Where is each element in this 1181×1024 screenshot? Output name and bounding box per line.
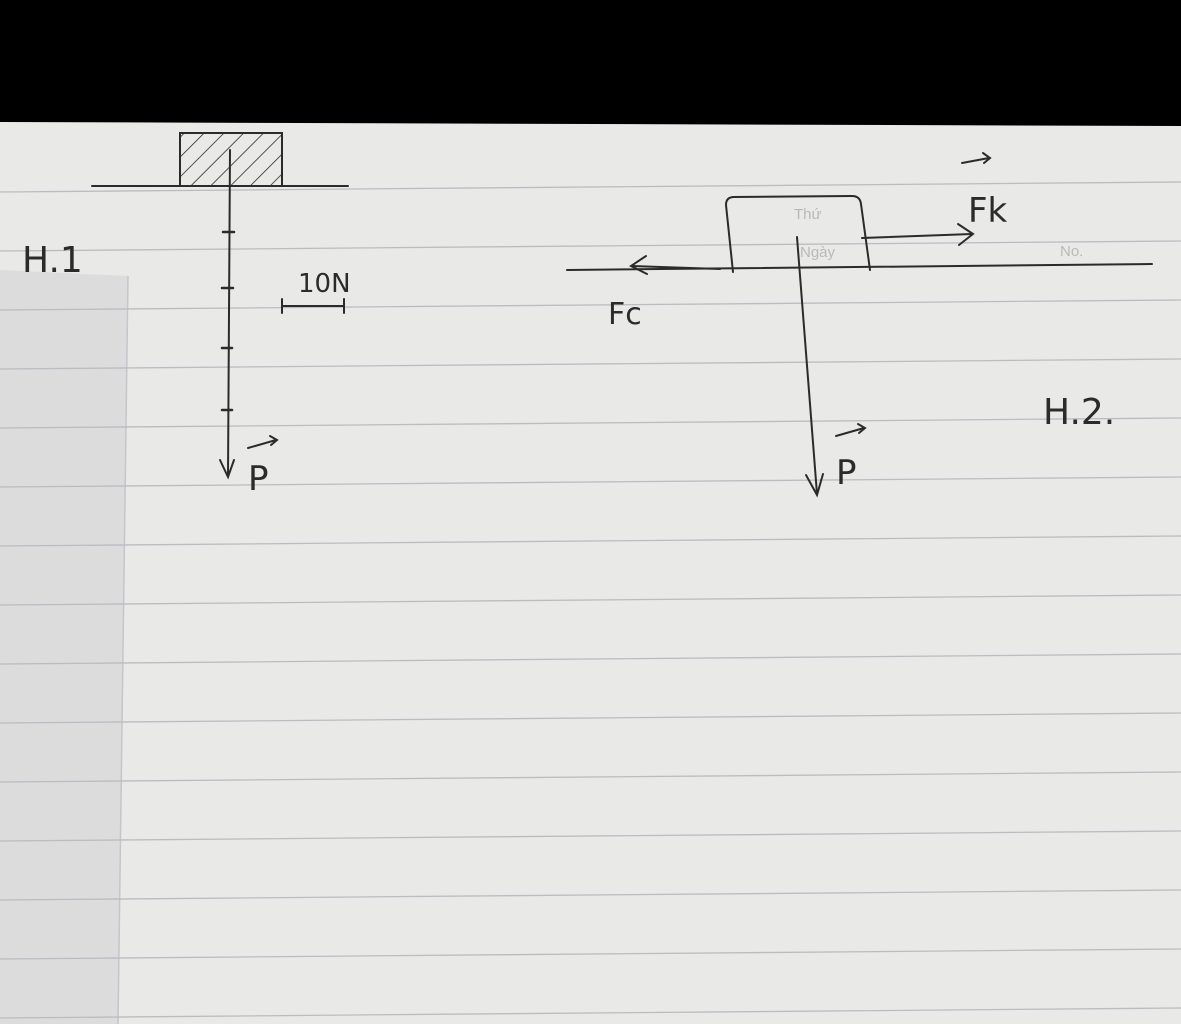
- ruled-line: [0, 240, 1181, 252]
- weight-label-2: P: [836, 453, 857, 493]
- ruled-line: [0, 417, 1181, 429]
- ruled-line: [0, 889, 1181, 901]
- vector-bar-p1: [247, 439, 277, 449]
- weight-label-1: P: [248, 459, 269, 499]
- pull-force-label: Fk: [968, 191, 1008, 231]
- margin-strip: [0, 270, 128, 1024]
- ruled-line: [0, 299, 1181, 311]
- paper-sheet: [0, 122, 1181, 1024]
- figure-1-label: H.1: [22, 240, 83, 281]
- friction-vector: [631, 265, 721, 270]
- weight-vector-2: [796, 236, 818, 495]
- figure-2-label: H.2.: [1043, 392, 1115, 433]
- ruled-line: [0, 948, 1181, 960]
- ruled-line: [0, 830, 1181, 842]
- weight-vector-1: [227, 149, 231, 477]
- ruled-line: [0, 653, 1181, 665]
- figure-2-diagram: [566, 152, 1153, 498]
- printed-number-label: No.: [1060, 243, 1083, 260]
- pull-force-arrowhead: [957, 223, 975, 246]
- ruled-line: [0, 535, 1181, 547]
- friction-arrowhead: [629, 255, 648, 275]
- friction-label: Fc: [608, 297, 642, 332]
- figure-1-diagram: [91, 132, 349, 480]
- ruled-lines: [0, 181, 1181, 1019]
- ruled-line: [0, 358, 1181, 370]
- pull-force-vector: [861, 233, 973, 239]
- ruled-line: [0, 594, 1181, 606]
- printed-date-label: Ngày: [800, 244, 836, 261]
- ground-line-2: [566, 263, 1153, 271]
- box-block: [724, 194, 871, 273]
- ruled-line: [0, 712, 1181, 724]
- ruled-line: [0, 1007, 1181, 1019]
- vector-bar-fk: [961, 157, 990, 164]
- vector-bar-p2: [835, 427, 865, 437]
- hatched-block: [179, 132, 283, 187]
- ruled-line: [0, 181, 1181, 193]
- ruled-line: [0, 771, 1181, 783]
- ruled-line: [0, 476, 1181, 488]
- weight-arrowhead-1: [219, 459, 235, 480]
- weight-arrowhead-2: [805, 473, 824, 498]
- printed-weekday-label: Thứ: [794, 206, 822, 223]
- scale-ticks-1: [220, 230, 236, 412]
- scale-label: 10N: [298, 269, 351, 299]
